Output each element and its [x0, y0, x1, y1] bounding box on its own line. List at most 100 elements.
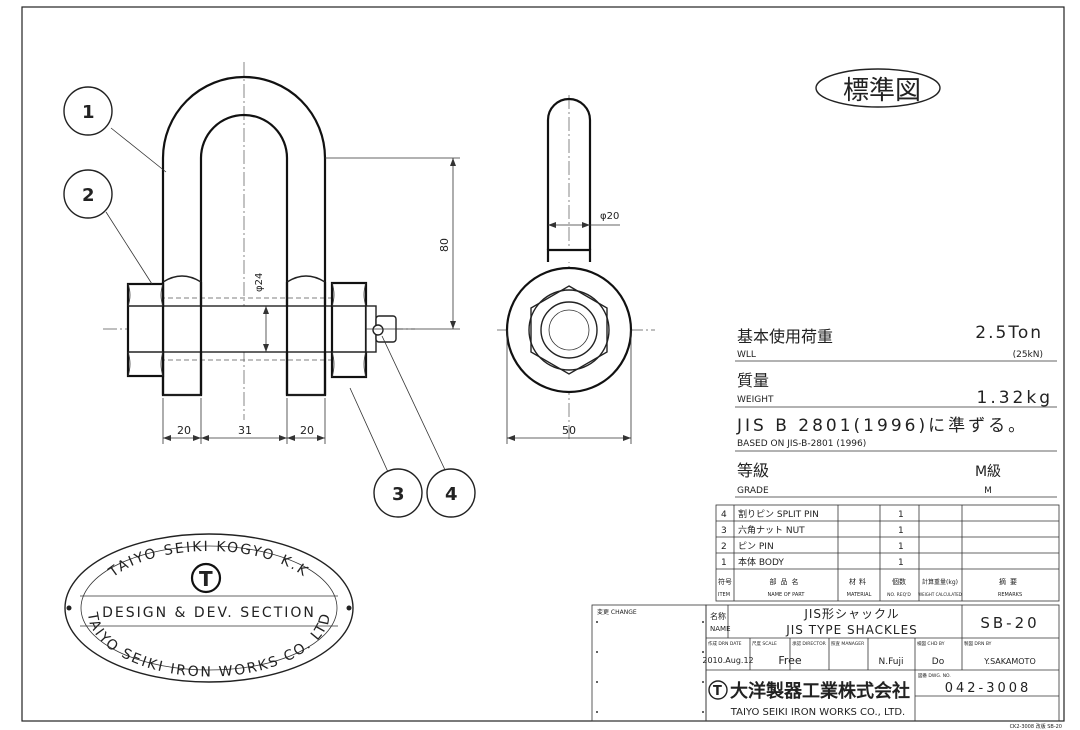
dim-side-width: [506, 330, 632, 444]
dim-eye-diameter: [548, 222, 620, 228]
grade-label-jp: 等級: [737, 461, 769, 480]
scale-value: Free: [778, 654, 802, 667]
pin-body: [159, 305, 333, 353]
part-row-2-qty: 1: [898, 526, 904, 536]
callout-3-label: 3: [392, 484, 405, 505]
hdr-weight-en: WEIGHT CALCULATED: [918, 592, 962, 597]
wll-label-jp: 基本使用荷重: [737, 327, 833, 346]
callout-4-circle: [426, 468, 476, 518]
side-neck-join: [546, 248, 592, 262]
director-label: 承認 DIRECTOR: [792, 640, 826, 647]
part-row-1-name: 割りピン SPLIT PIN: [738, 508, 819, 520]
drawn-value: Y.SAKAMOTO: [983, 657, 1035, 666]
callout-2-label: 2: [82, 185, 95, 206]
pin-head: [126, 282, 165, 378]
dim-pin-diameter: [263, 306, 269, 352]
dim-height-label: 80: [438, 238, 451, 252]
drawn-label: 製図 DRN BY: [964, 640, 992, 647]
dim-inner-width-label: 31: [238, 424, 252, 437]
weight-label-jp: 質量: [737, 371, 769, 390]
parts-list: 4 割りピン SPLIT PIN 1 3 六角ナット NUT 1 2 ピン PI…: [715, 504, 1060, 602]
checked-label: 検図 CHD BY: [917, 640, 945, 647]
footer-reference: CK2-3008 改版 SB-20: [1010, 723, 1062, 730]
scale-label: 尺度 SCALE: [752, 640, 777, 647]
date-value: 2010.Aug.12: [702, 656, 753, 665]
dim-pin-diameter-label: φ24: [254, 273, 265, 292]
checked-value: Do: [932, 657, 945, 667]
front-view: φ24 80 20 31 20: [103, 62, 460, 444]
side-eye-neck: [546, 97, 592, 250]
part-row-1-qty: 1: [898, 510, 904, 520]
part-row-4-no: 1: [721, 558, 727, 568]
part-row-1-no: 4: [721, 510, 727, 520]
hdr-name-en: NAME OF PART: [768, 592, 806, 598]
standard-jp: JIS B 2801(1996)に準ずる。: [736, 416, 1028, 436]
callout-3-circle: [373, 468, 423, 518]
hex-nut: [330, 281, 368, 379]
callout-3-leader: [349, 387, 389, 473]
side-view: φ20 50: [497, 95, 655, 444]
seal-middle-text: DESIGN & DEV. SECTION: [102, 605, 316, 621]
callout-4-leader: [381, 335, 447, 473]
part-row-3-name: ピン PIN: [738, 541, 774, 552]
part-name-jp: JIS形シャックル: [803, 607, 899, 621]
drawing-code: SB-20: [980, 614, 1039, 632]
spec-panel: 基本使用荷重 WLL 2.5Ton (25kN) 質量 WEIGHT 1.32k…: [735, 323, 1057, 498]
part-row-4-name: 本体 BODY: [738, 556, 784, 568]
dwg-number: 042-3008: [945, 681, 1032, 696]
hdr-item-en: ITEM: [718, 592, 730, 598]
seal-logo-icon: [190, 562, 222, 594]
callout-4-label: 4: [445, 484, 458, 505]
callout-2-circle: [63, 169, 113, 219]
seal-outer-ellipse: [64, 533, 354, 683]
left-lug-swell: [162, 275, 202, 283]
hdr-material-jp: 材料: [849, 577, 869, 586]
weight-value: 1.32kg: [977, 388, 1054, 408]
hdr-remarks-en: REMARKS: [998, 592, 1022, 598]
company-name-en: TAIYO SEIKI IRON WORKS CO., LTD.: [730, 707, 905, 718]
hdr-remarks-jp: 摘要: [999, 577, 1021, 586]
hdr-weight-jp: 計算重量(kg): [922, 578, 958, 586]
part-row-4-qty: 1: [898, 558, 904, 568]
manager-value: N.Fuji: [879, 657, 904, 667]
grade-value-en: M: [984, 486, 992, 496]
callout-1-circle: [63, 86, 113, 136]
manager-label: 照査 MANAGER: [831, 640, 864, 647]
sheet-border: [21, 6, 1065, 722]
title-block: 変更 CHANGE 名称 NAME JIS形シャックル JIS TYPE SHA…: [591, 604, 1060, 722]
part-row-2-name: 六角ナット NUT: [738, 524, 805, 536]
dim-side-width-label: 50: [562, 424, 576, 437]
callout-2-leader: [105, 211, 153, 285]
dim-bottom-chain: [162, 398, 326, 444]
part-row-3-no: 2: [721, 542, 727, 552]
dim-eye-diameter-label: φ20: [600, 211, 619, 222]
seal-inner-ellipse: [80, 545, 338, 671]
grade-value-jp: M級: [975, 464, 1001, 480]
part-row-3-qty: 1: [898, 542, 904, 552]
shackle-bow: [161, 75, 327, 397]
part-row-2-no: 3: [721, 526, 727, 536]
company-logo-letter: T: [713, 684, 722, 699]
dim-width-left-label: 20: [177, 424, 191, 437]
standard-en: BASED ON JIS-B-2801 (1996): [737, 439, 866, 449]
dim-height: [325, 157, 460, 330]
callouts: 1 2 3 4: [63, 86, 476, 518]
hdr-qty-en: NO. REQ'D: [887, 592, 911, 598]
grade-label-en: GRADE: [737, 486, 769, 496]
hdr-material-en: MATERIAL: [847, 592, 872, 598]
right-lug-swell: [286, 275, 326, 283]
part-name-en: JIS TYPE SHACKLES: [785, 623, 918, 637]
callout-1-label: 1: [82, 102, 95, 123]
wll-sub: (25kN): [1013, 350, 1043, 360]
change-label: 変更 CHANGE: [597, 608, 637, 616]
dwg-label: 図番 DWG. NO.: [918, 672, 951, 679]
department-seal: TAIYO SEIKI KOGYO K.K TAIYO SEIKI IRON W…: [64, 533, 354, 683]
side-pin-inner: [548, 309, 590, 351]
name-label-jp: 名称: [710, 611, 726, 621]
company-logo-icon: [708, 680, 728, 700]
split-pin: [372, 324, 384, 336]
hdr-name-jp: 部品名: [770, 577, 803, 586]
weight-label-en: WEIGHT: [737, 395, 774, 405]
company-name-jp: 大洋製器工業株式会社: [730, 680, 910, 702]
